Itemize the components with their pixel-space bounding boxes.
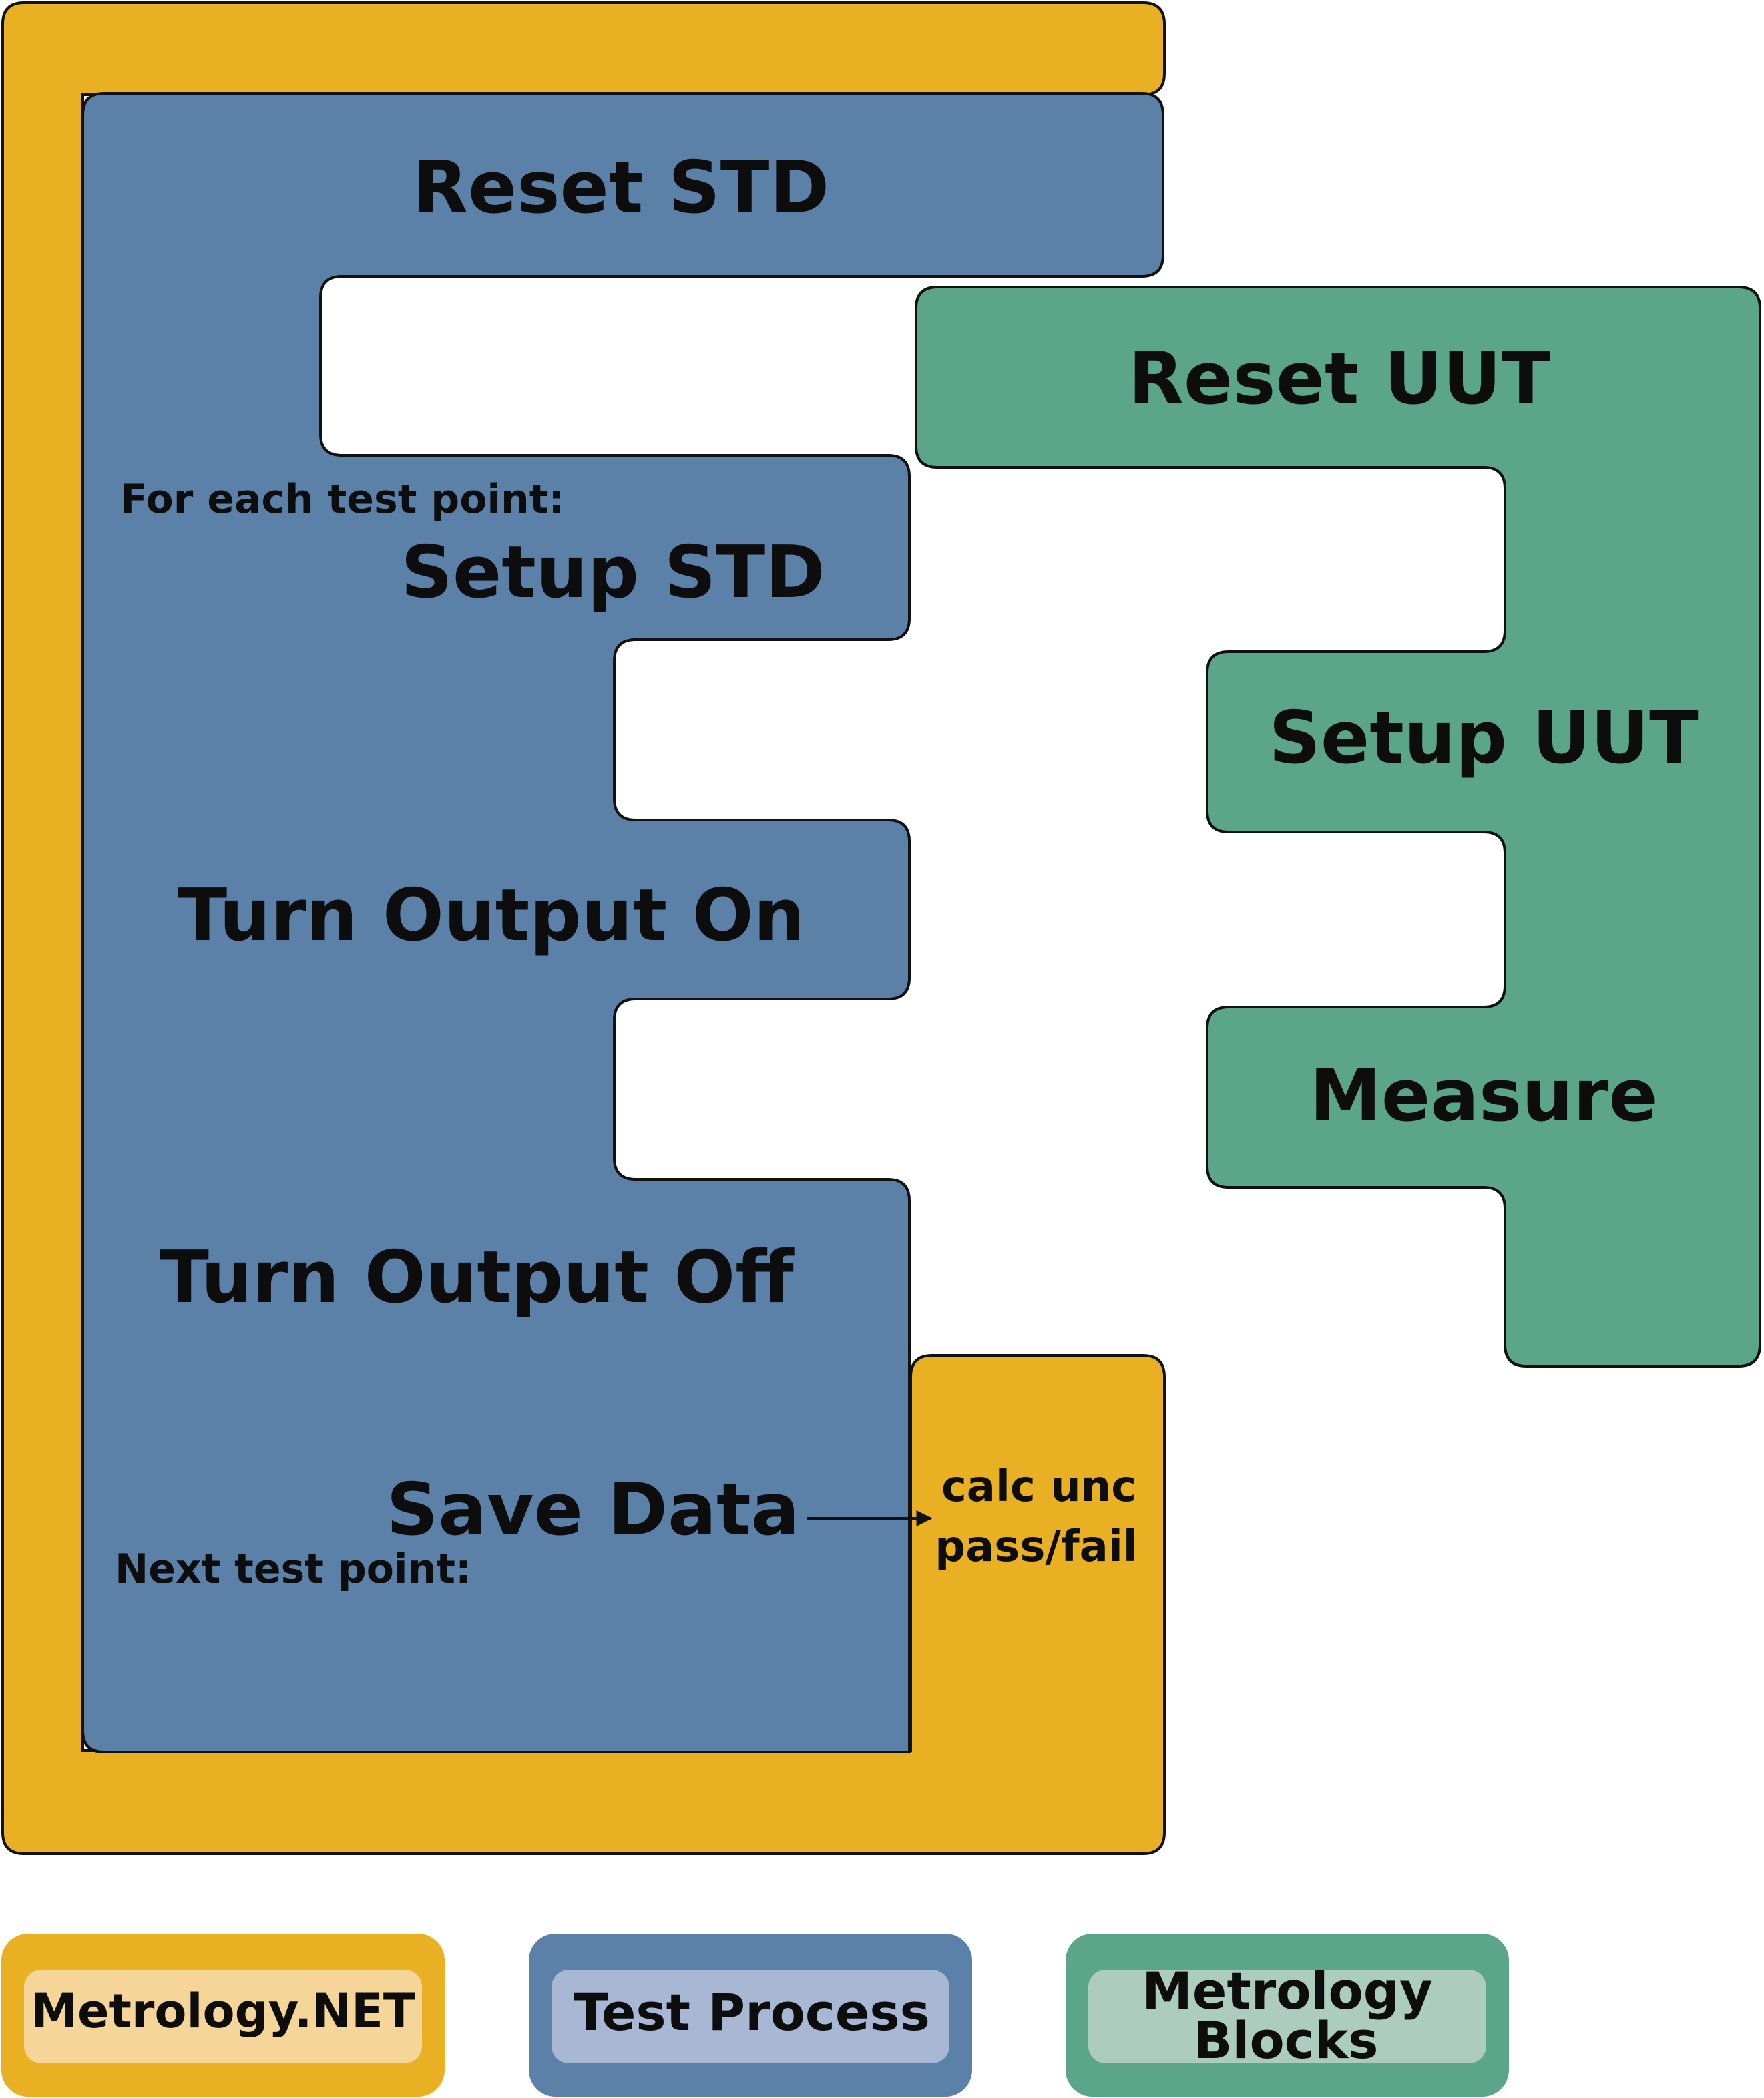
measure-label: Measure <box>1309 1054 1657 1138</box>
metrology-net-frame <box>1 1 1166 1855</box>
legend-metrology-blocks-label-line1: Metrology <box>1142 1961 1432 2021</box>
legend: Metrology.NET Test Process Metrology Blo… <box>1 1934 1509 2097</box>
metrology-blocks-shape <box>915 286 1761 1368</box>
save-data-label: Save Data <box>387 1468 800 1552</box>
reset-std-label: Reset STD <box>413 146 829 230</box>
for-each-test-point-label: For each test point: <box>120 476 564 523</box>
setup-std-label: Setup STD <box>401 531 825 614</box>
test-process-shape <box>81 92 1164 1753</box>
legend-metrology-net: Metrology.NET <box>1 1934 445 2097</box>
turn-output-off-label: Turn Output Off <box>160 1236 795 1319</box>
next-test-point-label: Next test point: <box>115 1546 471 1593</box>
calc-unc-label: calc unc <box>941 1462 1136 1512</box>
legend-test-process-label: Test Process <box>574 1982 930 2042</box>
legend-metrology-blocks: Metrology Blocks <box>1066 1934 1509 2097</box>
reset-uut-label: Reset UUT <box>1128 337 1551 421</box>
legend-metrology-net-label: Metrology.NET <box>31 1984 415 2039</box>
setup-uut-label: Setup UUT <box>1269 696 1699 780</box>
legend-test-process: Test Process <box>529 1934 972 2097</box>
turn-output-on-label: Turn Output On <box>178 874 805 958</box>
legend-metrology-blocks-label-line2: Blocks <box>1193 2011 1378 2070</box>
pass-fail-label: pass/fail <box>935 1522 1137 1572</box>
